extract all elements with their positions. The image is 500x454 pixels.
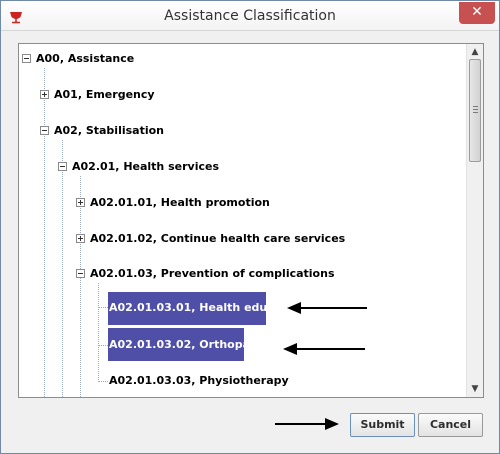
collapse-toggle-icon[interactable] [58,162,67,171]
tree-guide-line [98,283,99,382]
classification-tree[interactable]: A00, Assistance A01, Emergency A02, Stab… [18,43,484,398]
collapse-toggle-icon[interactable] [76,269,85,278]
right-arrow-icon [275,418,339,430]
tree-node-a00[interactable]: A00, Assistance [36,52,135,65]
collapse-toggle-icon[interactable] [22,54,31,63]
expand-toggle-icon[interactable] [40,90,49,99]
tree-guide-line [80,176,81,397]
tree-branch-line [99,345,108,346]
scrollbar-thumb[interactable] [469,59,481,162]
close-icon: ✕ [471,4,483,20]
selection-highlight [108,328,244,361]
close-button[interactable]: ✕ [459,2,495,24]
grip-line [473,106,478,107]
tree-branch-line [99,381,108,382]
collapse-toggle-icon[interactable] [40,126,49,135]
selection-highlight [108,292,266,325]
expand-toggle-icon[interactable] [76,198,85,207]
cancel-button[interactable]: Cancel [418,413,483,437]
tree-node-a02[interactable]: A02, Stabilisation [54,124,165,137]
expand-toggle-icon[interactable] [76,234,85,243]
window-title: Assistance Classification [164,8,336,24]
tree-node-a02-01[interactable]: A02.01, Health services [72,160,219,173]
left-arrow-icon [283,343,365,355]
tree-guide-line [62,140,63,397]
tree-node-a02-01-03-01[interactable]: A02.01.03.01, Health education [109,301,306,314]
grip-line [473,112,478,113]
submit-button[interactable]: Submit [350,413,415,437]
tree-node-a01[interactable]: A01, Emergency [54,88,155,101]
title-bar: Assistance Classification ✕ [1,1,499,31]
cup-icon [10,12,22,24]
tree-node-a02-01-02[interactable]: A02.01.02, Continue health care services [90,232,346,245]
triangle-down-icon[interactable]: ▼ [471,384,479,394]
tree-node-a02-01-03-02[interactable]: A02.01.03.02, Orthopaedic [109,338,276,351]
grip-line [473,109,478,110]
tree-node-a02-01-01[interactable]: A02.01.01, Health promotion [90,196,270,209]
tree-guide-line [44,68,45,397]
tree-node-a02-01-03-03[interactable]: A02.01.03.03, Physiotherapy [109,374,289,387]
tree-branch-line [99,307,108,308]
triangle-up-icon[interactable]: ▲ [471,47,479,57]
tree-node-a02-01-03[interactable]: A02.01.03, Prevention of complications [90,267,335,280]
left-arrow-icon [287,302,367,314]
tree-viewport: A00, Assistance A01, Emergency A02, Stab… [19,44,467,397]
vertical-scrollbar[interactable]: ▲ ▼ [466,44,483,397]
